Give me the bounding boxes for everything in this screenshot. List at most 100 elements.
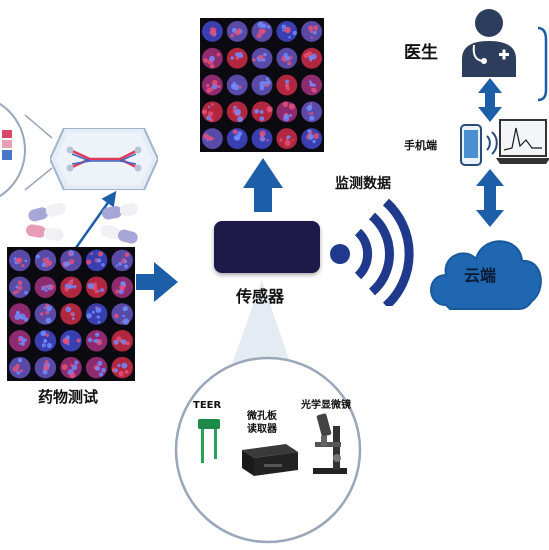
cell-speck: [217, 84, 221, 89]
cell-speck: [97, 360, 103, 366]
cell-speck: [124, 369, 129, 374]
cell-speck: [20, 341, 25, 346]
laptop-icon: [496, 119, 549, 164]
cell-speck: [124, 264, 129, 269]
cell-speck: [237, 116, 244, 123]
cell-speck: [284, 55, 290, 61]
cell-speck: [285, 28, 289, 33]
cell-speck: [308, 55, 314, 61]
cell-speck: [100, 288, 105, 292]
cell-speck: [237, 131, 243, 137]
cell-speck: [288, 103, 296, 110]
cell-speck: [72, 284, 77, 289]
cell-speck: [206, 138, 209, 142]
cell-speck: [309, 102, 313, 106]
cell-speck: [23, 317, 29, 322]
phone-label: 手机端: [404, 139, 437, 152]
cell-speck: [97, 258, 102, 263]
cell-speck: [101, 263, 105, 267]
cell-speck: [87, 282, 94, 290]
cell-speck: [125, 341, 130, 346]
cell-speck: [266, 138, 269, 142]
cell-speck: [118, 371, 124, 377]
cell-speck: [210, 27, 217, 34]
cell-speck: [45, 310, 50, 315]
cell-speck: [286, 136, 289, 139]
cell-speck: [122, 314, 125, 318]
cell-speck: [98, 372, 104, 377]
cell-speck: [71, 314, 74, 317]
well: [60, 330, 82, 352]
cell-speck: [233, 105, 237, 110]
cell-speck: [18, 342, 21, 345]
cell-speck: [311, 88, 317, 93]
cell-speck: [284, 113, 288, 116]
cell-speck: [96, 315, 100, 319]
cell-speck: [261, 23, 267, 29]
cell-speck: [312, 139, 316, 144]
cell-speck: [45, 317, 52, 324]
top-well-plate: [200, 18, 324, 152]
cell-speck: [264, 81, 267, 84]
cell-speck: [120, 286, 125, 291]
plate-reader-label: 微孔板 读取器: [247, 411, 277, 435]
cell-speck: [209, 64, 215, 69]
cell-speck: [41, 262, 47, 267]
cell-speck: [15, 285, 19, 289]
cell-speck: [116, 336, 122, 342]
cell-speck: [235, 30, 241, 36]
cell-speck: [307, 129, 311, 133]
cell-speck: [282, 29, 285, 32]
doctor-label: 医生: [404, 43, 438, 63]
wifi-icon: [330, 198, 414, 306]
cell-speck: [67, 343, 70, 346]
cell-speck: [46, 342, 53, 349]
cell-speck: [19, 369, 23, 373]
cell-speck: [117, 363, 121, 368]
cell-speck: [208, 136, 213, 141]
cell-speck: [235, 56, 239, 60]
cell-speck: [115, 264, 119, 267]
cell-speck: [86, 313, 92, 319]
cell-speck: [284, 139, 291, 147]
cell-speck: [71, 317, 75, 320]
cell-speck: [287, 61, 292, 66]
sensor-box: [214, 221, 320, 273]
cell-speck: [91, 310, 95, 314]
cell-speck: [44, 339, 47, 342]
cell-speck: [308, 112, 311, 115]
cell-speck: [68, 251, 72, 256]
cell-speck: [207, 105, 210, 109]
cell-speck: [285, 86, 290, 91]
cell-speck: [124, 252, 130, 257]
cell-speck: [49, 284, 55, 290]
cell-speck: [263, 52, 267, 57]
drug-test-well-plate: [7, 247, 135, 381]
cell-speck: [43, 306, 47, 310]
cell-speck: [101, 368, 106, 373]
cell-speck: [120, 320, 123, 323]
cell-speck: [14, 313, 21, 321]
cell-speck: [97, 251, 104, 257]
cell-speck: [18, 358, 23, 363]
cell-speck: [41, 343, 46, 348]
cell-speck: [252, 58, 256, 62]
cell-speck: [288, 113, 293, 118]
cell-speck: [237, 136, 240, 139]
cell-speck: [216, 52, 221, 57]
cell-speck: [313, 25, 318, 30]
cell-speck: [206, 83, 210, 88]
cell-speck: [206, 115, 212, 121]
cell-speck: [259, 130, 266, 137]
cell-speck: [17, 280, 23, 286]
microscope-label: 光学显微镜: [301, 400, 351, 411]
arrow-doctor-phone: [478, 78, 502, 122]
cell-speck: [114, 368, 119, 373]
cell-speck: [310, 112, 314, 115]
plate-reader-icon: [242, 444, 298, 476]
cell-speck: [289, 56, 293, 60]
cell-speck: [15, 363, 20, 368]
arrow-plate-to-sensor: [136, 262, 178, 302]
well: [9, 303, 31, 325]
cloud-label: 云端: [464, 266, 497, 285]
